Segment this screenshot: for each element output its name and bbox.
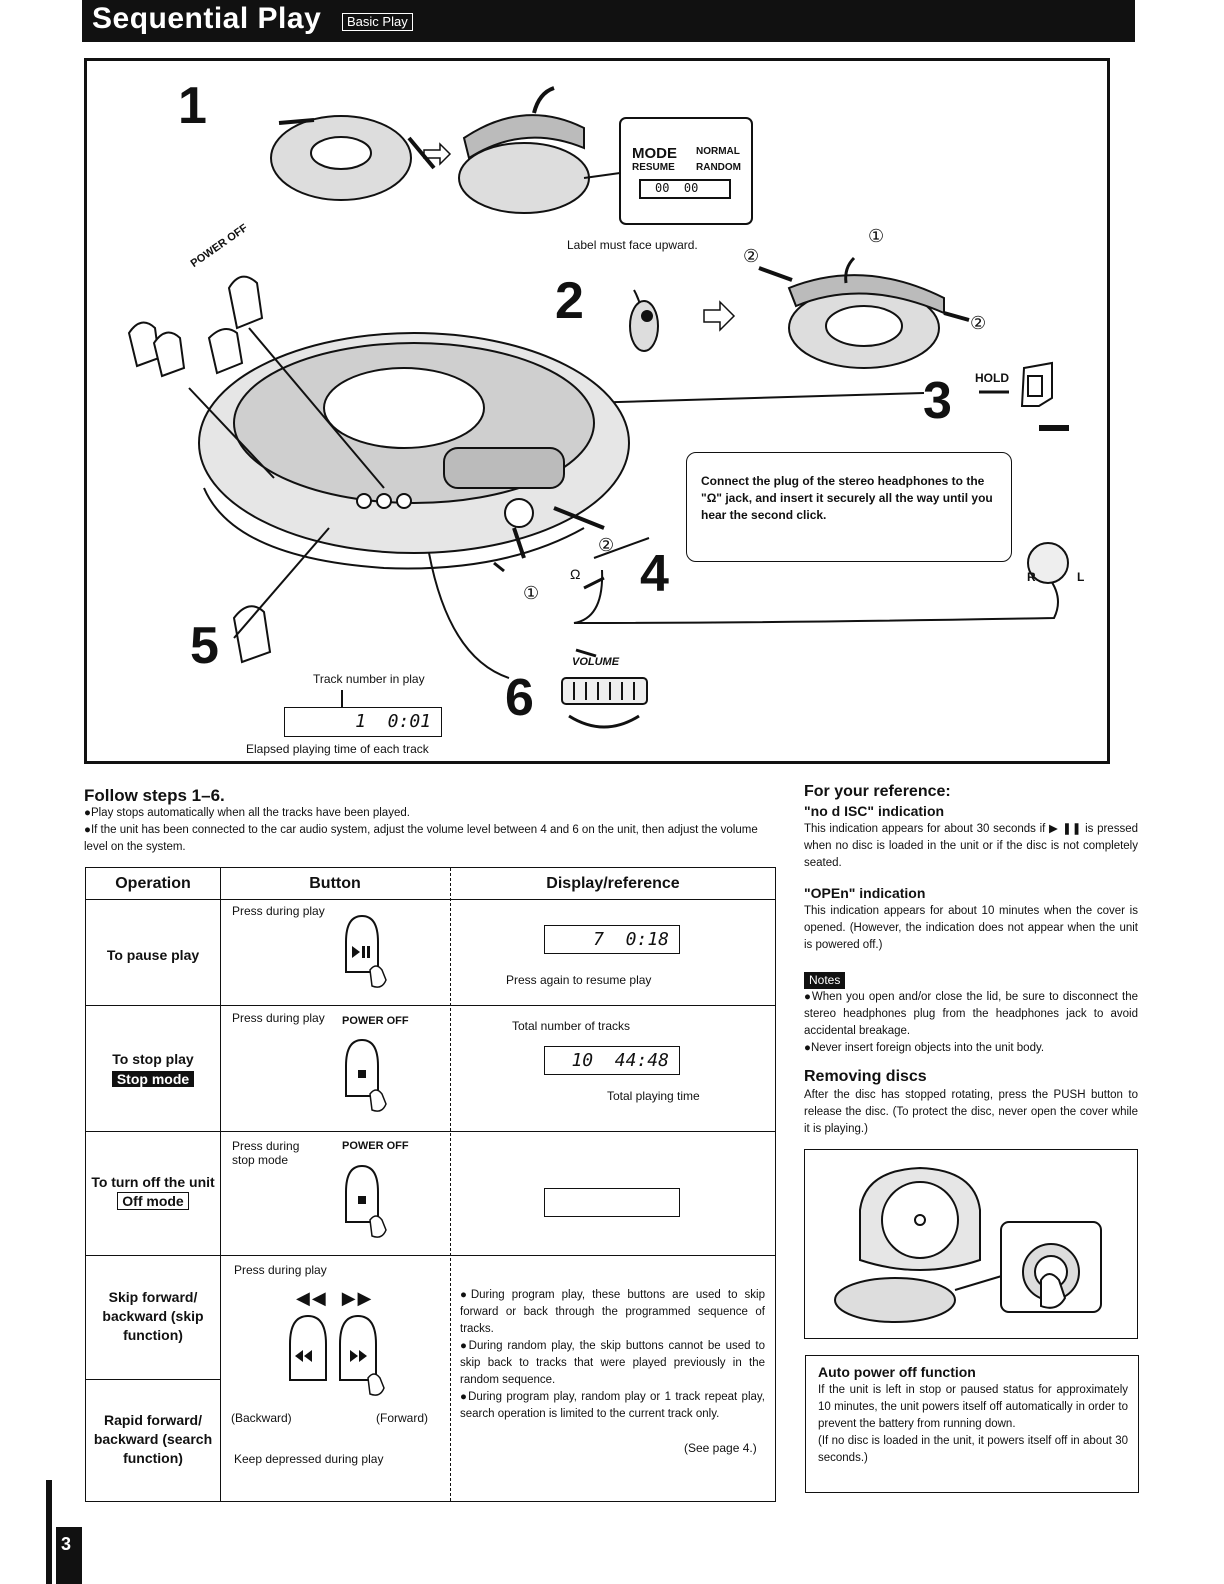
pause-button-note: Press during play — [232, 904, 325, 918]
circle-one-disc: ① — [868, 226, 885, 246]
mode-display: 00 00 — [655, 181, 699, 195]
face-drawing — [1027, 542, 1069, 584]
step-6: 6 — [505, 669, 534, 727]
pause-lcd: 7 0:18 — [544, 925, 680, 954]
stop-button-note: Press during play — [232, 1011, 325, 1025]
notes-badge: Notes — [804, 972, 846, 989]
op-search: Rapid forward/ backward (search function… — [93, 1412, 213, 1466]
operation-table: Operation Button Display/reference To pa… — [85, 867, 776, 1502]
header-bar — [82, 0, 1135, 42]
note-1: ●When you open and/or close the lid, be … — [804, 991, 1138, 1037]
right-ear-label: R — [1027, 570, 1036, 584]
jack-symbol: Ω — [570, 566, 581, 582]
open-text: This indication appears for about 10 min… — [804, 905, 1138, 951]
stop-power-off-label: POWER OFF — [342, 1015, 409, 1027]
stop-mode-cell: Stop mode — [86, 1070, 220, 1089]
illustration-drawing — [127, 86, 1069, 729]
removing-disc-figure — [804, 1149, 1138, 1339]
mode-normal-label: NORMAL — [696, 146, 740, 157]
op-skip: Skip forward/ backward (skip function) — [102, 1289, 204, 1343]
page-title: Sequential Play — [92, 2, 322, 35]
op-turn-off: To turn off the unit Off mode — [86, 1173, 220, 1211]
illustration-frame — [84, 58, 1110, 764]
mode-random-label: RANDOM — [696, 162, 741, 173]
table-header-operation: Operation — [115, 875, 191, 892]
power-off-button-icon-2 — [345, 1164, 387, 1238]
table-header-display: Display/reference — [546, 875, 680, 892]
stop-reference: Total playing time — [607, 1089, 700, 1103]
circle-one-jack: ① — [523, 583, 540, 603]
follow-bullet-1: ●Play stops automatically when all the t… — [84, 807, 410, 819]
header-badge: Basic Play — [342, 13, 413, 31]
step-4: 4 — [640, 545, 669, 603]
elapsed-label: Elapsed playing time of each track — [246, 742, 429, 756]
skip-buttons-icon — [289, 1314, 385, 1396]
headphones-callout: Connect the plug of the stereo headphone… — [686, 452, 1012, 562]
reference-heading: For your reference: — [804, 783, 951, 800]
removing-discs-heading: Removing discs — [804, 1068, 927, 1085]
play-pause-button-icon — [345, 914, 387, 988]
auto-power-off-box: Auto power off function If the unit is l… — [805, 1355, 1139, 1493]
no-disc-text: This indication appears for about 30 sec… — [804, 823, 1138, 869]
auto-power-off-text-2: (If no disc is loaded in the unit, it po… — [818, 1435, 1128, 1464]
label-face-note: Label must face upward. — [567, 238, 698, 252]
skip-arrows-icon: ◀◀ ▶▶ — [296, 1288, 374, 1308]
off-mode-badge: Off mode — [117, 1192, 189, 1210]
follow-bullet-2: ●If the unit has been connected to the c… — [84, 824, 758, 853]
left-ear-label: L — [1077, 570, 1085, 584]
keep-depressed-note: Keep depressed during play — [234, 1452, 384, 1466]
removing-discs-text: After the disc has stopped rotating, pre… — [804, 1089, 1138, 1135]
power-off-button-icon — [345, 1038, 387, 1112]
skip-note-3: ●During program play, random play or 1 t… — [460, 1391, 765, 1420]
see-page-note: (See page 4.) — [684, 1441, 757, 1455]
step-2: 2 — [555, 272, 584, 330]
margin-bar — [46, 1480, 52, 1584]
hold-label: HOLD — [975, 371, 1009, 385]
off-lcd-blank — [544, 1188, 680, 1217]
op-stop: To stop play — [112, 1051, 194, 1067]
off-button-note: Press during stop mode — [232, 1139, 300, 1167]
mode-resume-label: RESUME — [632, 162, 675, 173]
skip-button-note: Press during play — [234, 1263, 327, 1277]
volume-label: VOLUME — [572, 656, 620, 668]
forward-label: (Forward) — [376, 1411, 429, 1425]
skip-note-2: ●During random play, the skip buttons ca… — [460, 1340, 765, 1386]
auto-power-off-heading: Auto power off function — [818, 1364, 976, 1380]
stop-lcd: 10 44:48 — [544, 1046, 680, 1075]
step-5: 5 — [190, 617, 219, 675]
table-rule — [86, 1005, 776, 1006]
off-power-off-label: POWER OFF — [342, 1140, 409, 1152]
circle-two-right: ② — [970, 313, 987, 333]
volume-wheel-drawing — [561, 677, 648, 705]
circle-two-left: ② — [743, 246, 760, 266]
step-1: 1 — [178, 77, 207, 135]
table-rule — [86, 1379, 220, 1380]
stop-mode-badge: Stop mode — [111, 1071, 195, 1087]
auto-power-off-text: If the unit is left in stop or paused st… — [818, 1384, 1128, 1430]
pause-reference: Press again to resume play — [506, 973, 652, 987]
disc-removal-drawing — [834, 1166, 1102, 1323]
table-rule — [86, 1131, 776, 1132]
table-rule — [86, 899, 776, 900]
page-number: 3 — [61, 1534, 72, 1554]
no-disc-title: "no d ISC" indication — [804, 803, 945, 819]
backward-label: (Backward) — [231, 1411, 292, 1425]
op-turn-off-text: To turn off the unit — [91, 1174, 215, 1190]
open-title: "OPEn" indication — [804, 885, 926, 901]
mode-label: MODE — [632, 145, 677, 162]
skip-note-1: ●During program play, these buttons are … — [460, 1289, 765, 1335]
op-pause: To pause play — [106, 947, 200, 963]
play-lcd: 1 0:01 — [284, 707, 442, 737]
table-header-button: Button — [309, 875, 361, 892]
table-rule — [450, 868, 451, 1501]
page-tab — [56, 1527, 82, 1584]
track-in-play-label: Track number in play — [313, 672, 425, 686]
table-rule — [220, 868, 221, 1501]
table-rule — [86, 1255, 776, 1256]
circle-two-jack: ② — [598, 535, 615, 555]
stop-display-top: Total number of tracks — [512, 1019, 631, 1033]
follow-steps-heading: Follow steps 1–6. — [84, 786, 225, 805]
step-3: 3 — [923, 372, 952, 430]
note-2: ●Never insert foreign objects into the u… — [804, 1042, 1045, 1054]
